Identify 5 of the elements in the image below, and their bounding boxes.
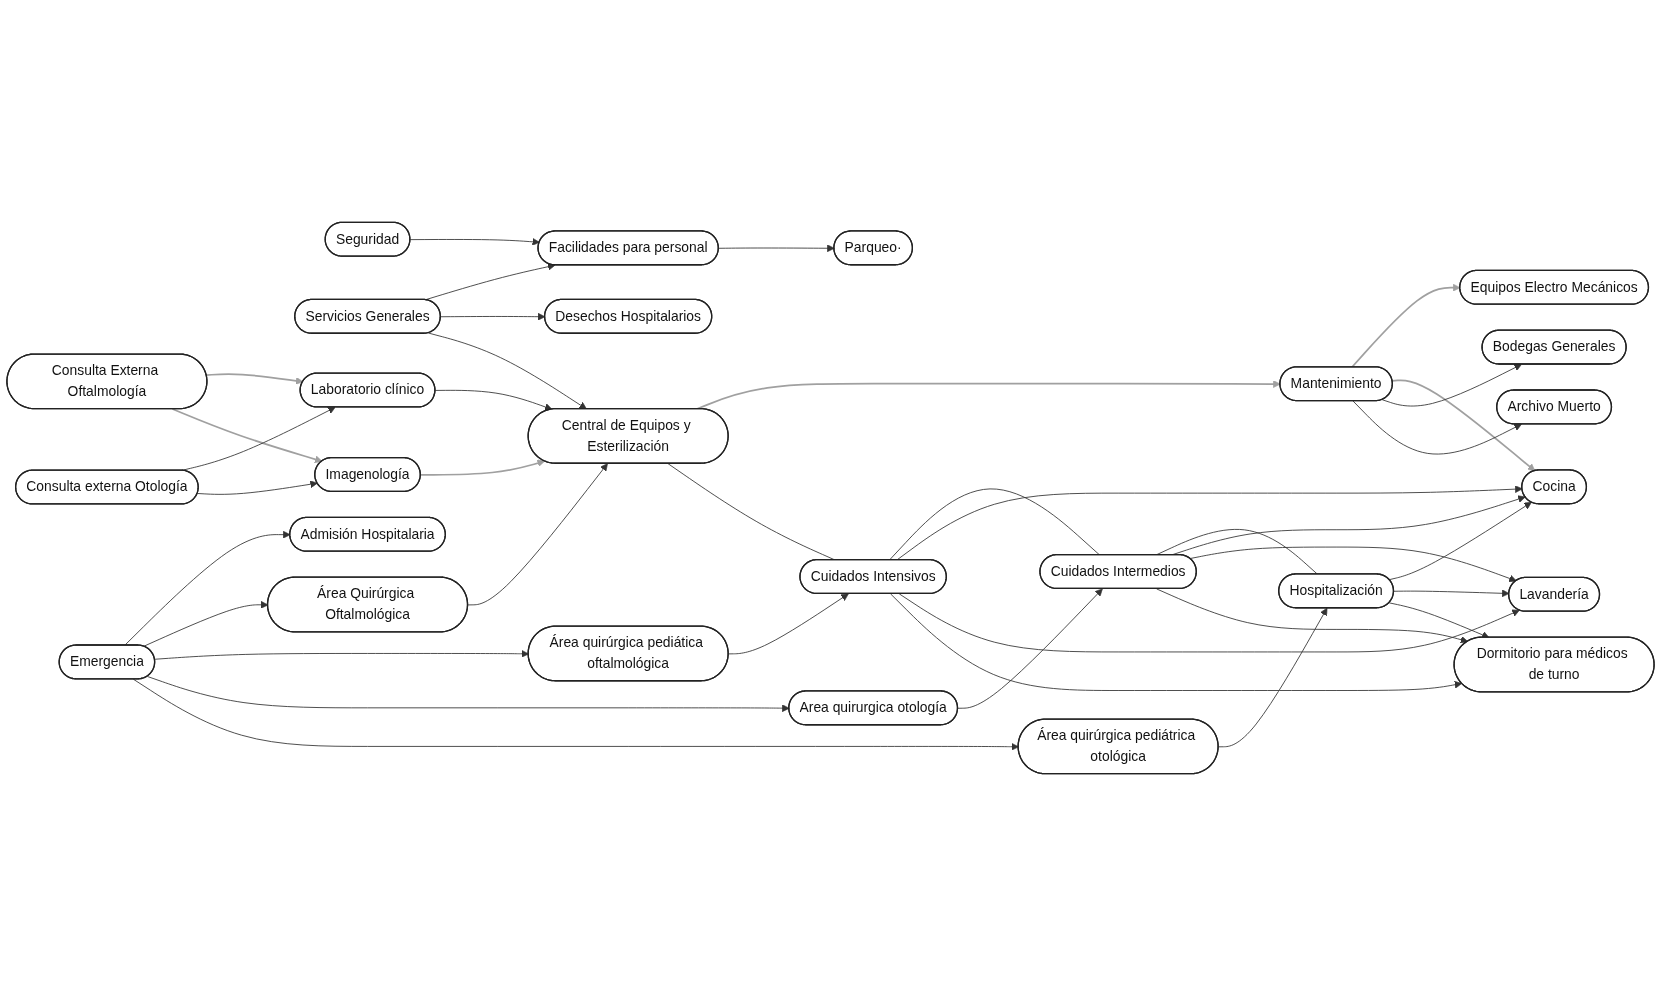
arrow (1351, 283, 1461, 368)
arrow (171, 407, 323, 463)
arrow (1391, 378, 1536, 471)
arrow (205, 372, 304, 385)
connector (889, 487, 1101, 560)
